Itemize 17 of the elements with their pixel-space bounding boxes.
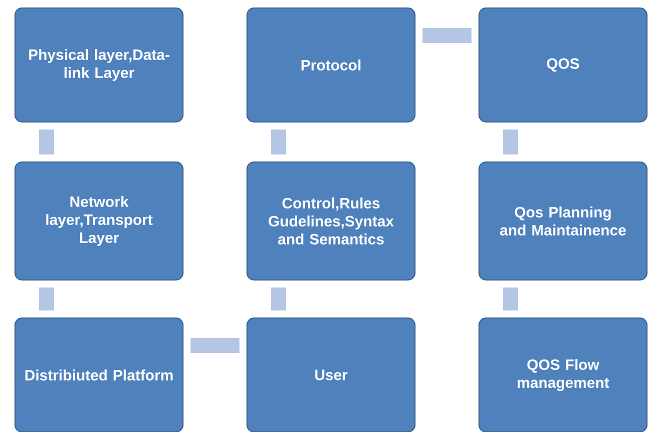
connector-bar: [271, 130, 286, 154]
process-box: Protocol: [246, 8, 416, 122]
process-box: Distribiuted Platform: [14, 318, 184, 432]
process-box: Qos Planning and Maintainence: [478, 162, 648, 280]
connector-bar: [503, 288, 518, 310]
connector-bar: [39, 130, 54, 154]
process-box: Network layer,Transport Layer: [14, 162, 184, 280]
process-box: QOS Flow management: [478, 318, 648, 432]
process-box: User: [246, 318, 416, 432]
connector-bar: [271, 288, 286, 310]
connector-bar: [422, 28, 472, 43]
process-box: Control,Rules Gudelines,Syntax and Semantics: [246, 162, 416, 280]
process-box: Physical layer,Data-link Layer: [14, 8, 184, 122]
connector-bar: [39, 288, 54, 310]
connector-bar: [503, 130, 518, 154]
connector-bar: [190, 338, 240, 353]
process-box: QOS: [478, 8, 648, 122]
